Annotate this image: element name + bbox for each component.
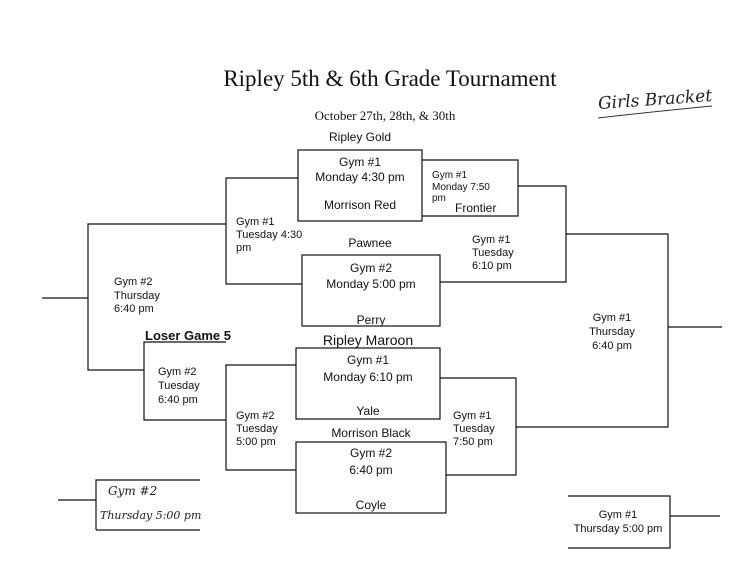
championship-gym: Gym #1 [592, 312, 632, 324]
r2-right-bottom-gym: Gym #1 [453, 410, 492, 422]
r2-left-bottom-gym: Gym #2 [236, 410, 275, 422]
game-box-1 [297, 149, 423, 222]
r2-right-top-time: 6:10 pm [472, 260, 512, 272]
left-final-gym: Gym #2 [114, 276, 153, 288]
game3-team-bottom: Yale [356, 404, 380, 418]
r2-right-bottom-time: 7:50 pm [453, 436, 493, 448]
game3-gym: Gym #1 [346, 353, 389, 367]
championship-day: Thursday [589, 326, 635, 338]
consolation-right-time: Thursday 5:00 pm [573, 523, 663, 535]
game4-team-top: Morrison Black [331, 426, 411, 440]
game2-team-bottom: Perry [356, 313, 386, 327]
page-title: Ripley 5th & 6th Grade Tournament [223, 66, 557, 91]
connector-championship [516, 233, 669, 428]
loser-game-time: 6:40 pm [158, 394, 198, 406]
r2-left-bottom-day: Tuesday [236, 423, 278, 435]
bye-game-time-suffix: pm [432, 193, 446, 204]
game-box-2 [301, 254, 441, 327]
game-box-4 [295, 441, 447, 514]
consolation-left-time: Thursday 5:00 pm [100, 509, 202, 522]
connector-left-bottom [225, 364, 296, 471]
game2-time: Monday 5:00 pm [326, 277, 416, 291]
consolation-left-top [58, 479, 200, 501]
left-final-day: Thursday [114, 290, 160, 302]
game2-team-top: Pawnee [348, 236, 392, 250]
game1-time: Monday 4:30 pm [315, 170, 405, 184]
bye-game-team: Frontier [455, 201, 497, 215]
bye-game-time: Monday 7:50 [432, 182, 490, 193]
loser-game-day: Tuesday [158, 380, 200, 392]
r2-left-top-time: pm [236, 242, 252, 254]
loser-label: Loser Game 5 [145, 328, 231, 343]
game1-gym: Gym #1 [338, 155, 381, 169]
bye-box [422, 159, 519, 217]
bracket-label-underline [597, 105, 713, 119]
r2-left-bottom-time: 5:00 pm [236, 436, 276, 448]
connector-left-final [87, 223, 226, 371]
r2-right-top-day: Tuesday [472, 247, 514, 259]
r2-right-bottom-day: Tuesday [453, 423, 495, 435]
game1-team-bottom: Morrison Red [323, 198, 397, 212]
game3-time: Monday 6:10 pm [323, 370, 413, 384]
r2-left-top-gym: Gym #1 [236, 216, 275, 228]
game1-team-top: Ripley Gold [328, 130, 392, 144]
game4-time: 6:40 pm [349, 463, 393, 477]
consolation-right-gym: Gym #1 [598, 509, 638, 521]
game-box-3 [295, 347, 441, 420]
consolation-left-gym: Gym #2 [108, 484, 158, 498]
game4-gym: Gym #2 [349, 446, 392, 460]
game2-gym: Gym #2 [349, 261, 392, 275]
left-final-time: 6:40 pm [114, 303, 154, 315]
game4-team-bottom: Coyle [355, 498, 387, 512]
championship-time: 6:40 pm [592, 340, 632, 352]
loser-game-gym: Gym #2 [158, 366, 197, 378]
bye-game-gym: Gym #1 [432, 170, 468, 181]
consolation-right-box [568, 495, 671, 549]
tournament-dates: October 27th, 28th, & 30th [314, 108, 456, 123]
connector-left-top [225, 177, 302, 285]
game3-team-top: Ripley Maroon [322, 332, 414, 348]
r2-left-top-day: Tuesday 4:30 [236, 229, 303, 241]
r2-right-top-gym: Gym #1 [472, 234, 511, 246]
loser-box [143, 341, 226, 421]
